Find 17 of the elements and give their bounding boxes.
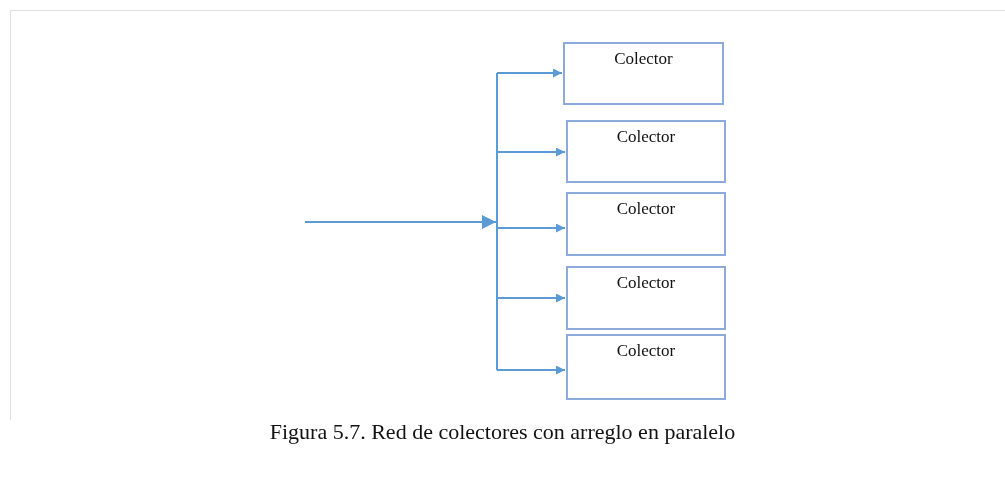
collector-label: Colector bbox=[615, 273, 677, 293]
collector-box bbox=[566, 334, 726, 400]
branch-arrow bbox=[496, 68, 563, 78]
collector-label: Colector bbox=[615, 341, 677, 361]
collector-box bbox=[566, 120, 726, 183]
input-arrow bbox=[304, 72, 498, 371]
collector-box bbox=[566, 192, 726, 256]
collector-label: Colector bbox=[615, 127, 677, 147]
branch-arrow bbox=[496, 147, 566, 157]
branch-arrow bbox=[496, 223, 566, 233]
figure-caption: Figura 5.7. Red de colectores con arreglo en paralelo bbox=[269, 419, 736, 444]
branch-arrow bbox=[496, 365, 566, 375]
collector-label: Colector bbox=[613, 49, 674, 69]
collector-box bbox=[566, 266, 726, 330]
collector-label: Colector bbox=[615, 199, 677, 219]
branch-arrow bbox=[496, 293, 566, 303]
collector-box bbox=[563, 42, 724, 105]
